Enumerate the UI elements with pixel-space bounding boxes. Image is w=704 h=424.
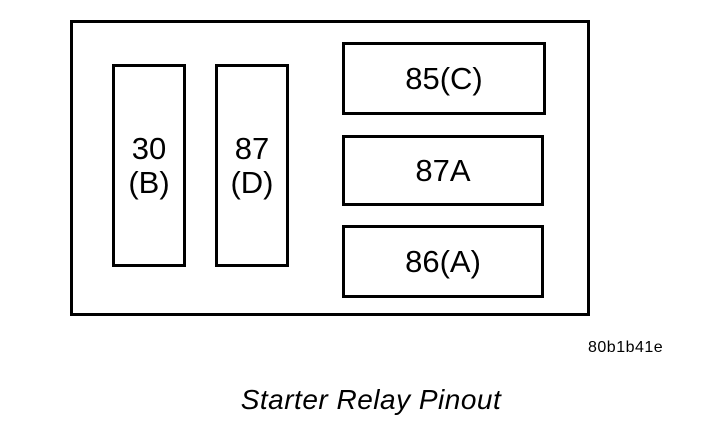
pin-box-87a: 87A (342, 135, 544, 206)
pin-number: 87 (234, 130, 270, 166)
pin-box-85: 85(C) (342, 42, 546, 115)
pin-terminal: (B) (128, 164, 170, 200)
pin-box-30: 30 (B) (112, 64, 186, 267)
pin-box-86: 86(A) (342, 225, 544, 298)
pin-label-85: 85(C) (405, 60, 483, 96)
pin-terminal: (D) (230, 164, 274, 200)
pin-label-86: 86(A) (405, 243, 481, 279)
pin-number: 30 (131, 130, 167, 166)
pin-label-30: 30 (B) (128, 130, 170, 200)
pin-box-87: 87 (D) (215, 64, 289, 267)
figure-code: 80b1b41e (588, 339, 664, 356)
pin-label-87a: 87A (415, 152, 471, 188)
diagram-caption: Starter Relay Pinout (240, 384, 502, 415)
pin-label-87: 87 (D) (230, 130, 274, 200)
